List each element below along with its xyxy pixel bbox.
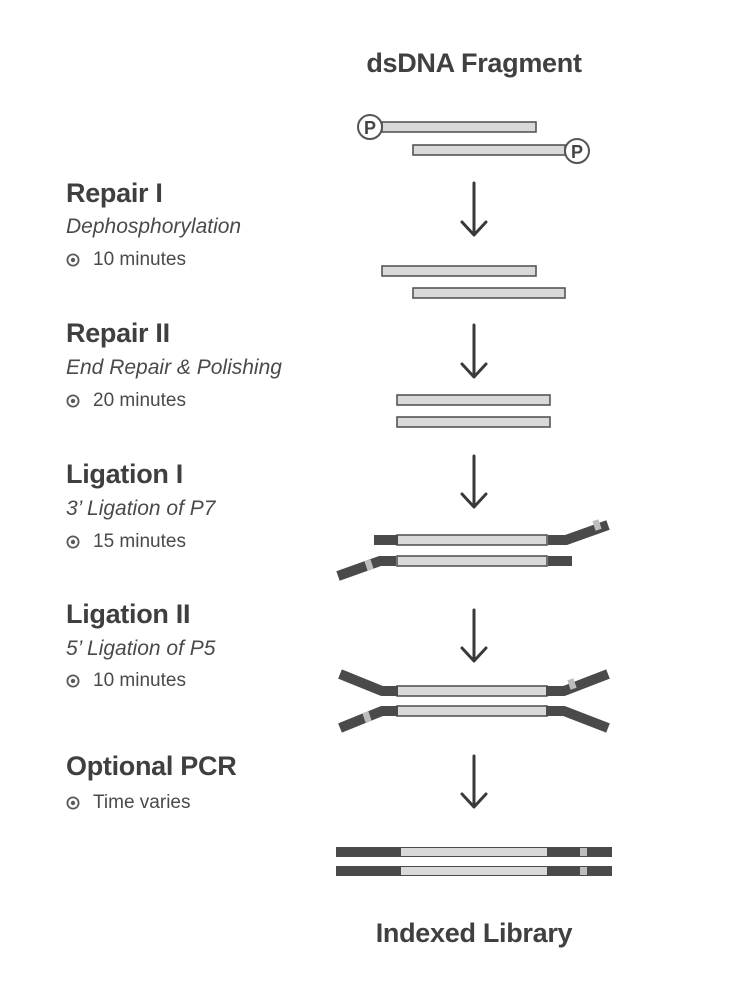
clock-icon (66, 394, 80, 408)
step-title-repair-2: Repair II (66, 318, 170, 348)
insert-top (396, 685, 548, 697)
phosphate-label: P (571, 142, 583, 162)
blunt-end-fragment (396, 394, 551, 428)
index-mark (580, 867, 587, 875)
insert-bottom (401, 867, 547, 875)
p7-adapter (548, 520, 610, 545)
down-arrow-icon (460, 754, 488, 809)
index-mark (592, 519, 602, 531)
ligation-1-product (336, 519, 610, 581)
step-subtitle-ligation-1: 3’ Ligation of P7 (66, 497, 216, 520)
down-arrow-icon (460, 454, 488, 509)
index-mark (567, 678, 577, 690)
p5-adapter (338, 669, 398, 696)
dsdna-fragment: P P (357, 114, 590, 164)
step-title-repair-1: Repair I (66, 178, 163, 208)
indexed-library (336, 847, 612, 876)
step-time-label: Time varies (93, 792, 191, 813)
p7-adapter (546, 706, 610, 733)
clock-icon (66, 535, 80, 549)
index-mark (580, 848, 587, 856)
ligation-2-product (338, 669, 610, 733)
step-subtitle-ligation-2: 5’ Ligation of P5 (66, 637, 216, 660)
header-title: dsDNA Fragment (366, 48, 582, 78)
step-time-repair-1: 10 minutes (66, 249, 186, 271)
step-title-ligation-2: Ligation II (66, 599, 191, 629)
down-arrow-icon (460, 608, 488, 663)
dephosphorylated-fragment (381, 265, 566, 299)
step-time-label: 10 minutes (93, 670, 186, 691)
p7-adapter (546, 669, 610, 696)
insert-top (396, 534, 548, 546)
clock-icon (66, 796, 80, 810)
adapter-stub (374, 535, 398, 545)
step-subtitle-repair-1: Dephosphorylation (66, 215, 242, 238)
step-time-ligation-2: 10 minutes (66, 670, 186, 692)
clock-icon (66, 253, 80, 267)
footer-title: Indexed Library (375, 918, 573, 948)
step-time-optional-pcr: Time varies (66, 792, 190, 814)
insert-bottom (396, 555, 548, 567)
phosphate-label: P (364, 118, 376, 138)
index-mark (362, 711, 372, 723)
strand-top (381, 121, 537, 133)
strand-bottom (412, 287, 566, 299)
strand-bottom (412, 144, 566, 156)
adapter-stub (548, 556, 572, 566)
clock-icon (66, 674, 80, 688)
phosphate-circle-icon: P (357, 114, 383, 140)
strand-top (396, 394, 551, 406)
insert-top (401, 848, 547, 856)
step-time-repair-2: 20 minutes (66, 390, 186, 412)
down-arrow-icon (460, 181, 488, 237)
p5-adapter (338, 706, 398, 733)
step-subtitle-repair-2: End Repair & Polishing (66, 356, 282, 379)
insert-bottom (396, 705, 548, 717)
step-title-optional-pcr: Optional PCR (66, 751, 237, 781)
p7-adapter (336, 556, 396, 581)
step-time-ligation-1: 15 minutes (66, 531, 186, 553)
down-arrow-icon (460, 323, 488, 379)
step-time-label: 20 minutes (93, 390, 186, 411)
phosphate-circle-icon: P (564, 138, 590, 164)
step-time-label: 10 minutes (93, 249, 186, 270)
index-mark (364, 559, 374, 571)
step-title-ligation-1: Ligation I (66, 459, 183, 489)
strand-bottom (396, 416, 551, 428)
strand-top (381, 265, 537, 277)
step-time-label: 15 minutes (93, 531, 186, 552)
